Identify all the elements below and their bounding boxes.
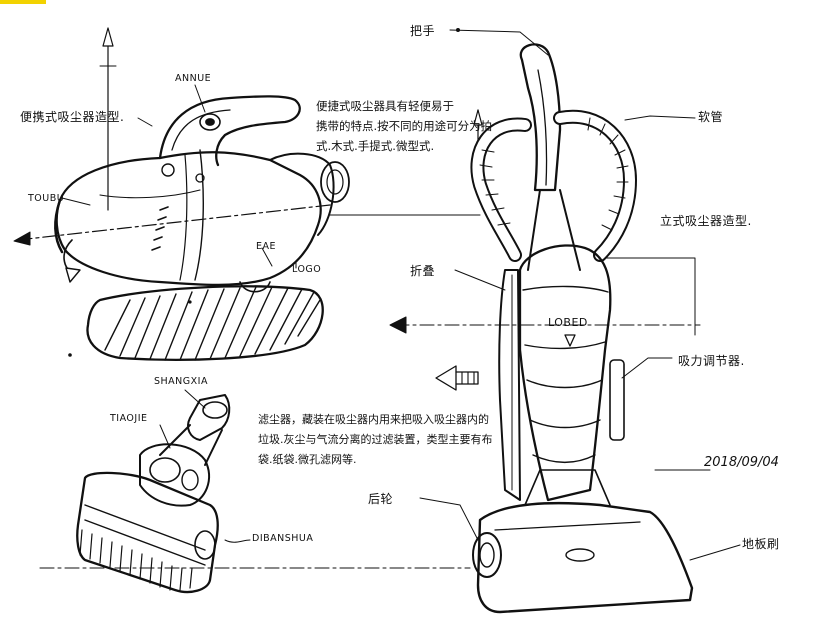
portable-note-line-3: 式.木式.手提式.微型式. xyxy=(316,139,435,153)
suction-adjust-label: 吸力调节器. xyxy=(678,354,745,368)
filter-note-line-2: 垃圾.灰尘与气流分离的过滤装置，类型主要有布 xyxy=(258,433,493,446)
yellow-corner-mark xyxy=(0,0,46,4)
filter-drawing xyxy=(68,285,324,361)
handheld-title-label: 便携式吸尘器造型. xyxy=(20,110,125,124)
dibanshua-label: DIBANSHUA xyxy=(252,533,314,544)
upright-vacuum-drawing xyxy=(329,29,741,614)
portable-note-line-2: 携带的特点.按不同的用途可分为拍 xyxy=(316,119,493,133)
portable-note: 便捷式吸尘器具有轻便易于 携带的特点.按不同的用途可分为拍 式.木式.手提式.微… xyxy=(316,96,492,156)
upright-title-label: 立式吸尘器造型. xyxy=(660,214,752,228)
handle-label: 把手 xyxy=(410,24,436,38)
floor-brush-label: 地板刷 xyxy=(742,537,780,551)
annue-label: ANNUE xyxy=(175,73,212,84)
portable-note-line-1: 便捷式吸尘器具有轻便易于 xyxy=(316,99,454,113)
fold-label: 折叠 xyxy=(410,264,436,278)
rear-wheel-label: 后轮 xyxy=(368,492,394,506)
filter-note: 滤尘器，藏装在吸尘器内用来把吸入吸尘器内的 垃圾.灰尘与气流分离的过滤装置，类型… xyxy=(258,410,493,470)
floor-brush-drawing xyxy=(39,389,471,594)
tiaojie-label: TIAOJIE xyxy=(110,413,148,424)
eae-label: EAE xyxy=(256,241,277,252)
filter-note-line-3: 袋.纸袋.微孔滤网等. xyxy=(258,453,357,466)
filter-note-line-1: 滤尘器，藏装在吸尘器内用来把吸入吸尘器内的 xyxy=(258,413,489,426)
logo-label: LOGO xyxy=(292,264,322,275)
toubu-label: TOUBU xyxy=(28,193,65,204)
handheld-vacuum-drawing xyxy=(13,27,460,293)
date-label: 2018/09/04 xyxy=(704,455,779,470)
shangxia-label: SHANGXIA xyxy=(154,376,208,387)
hose-label: 软管 xyxy=(698,110,724,124)
lobed-label: LOBED xyxy=(548,316,588,329)
